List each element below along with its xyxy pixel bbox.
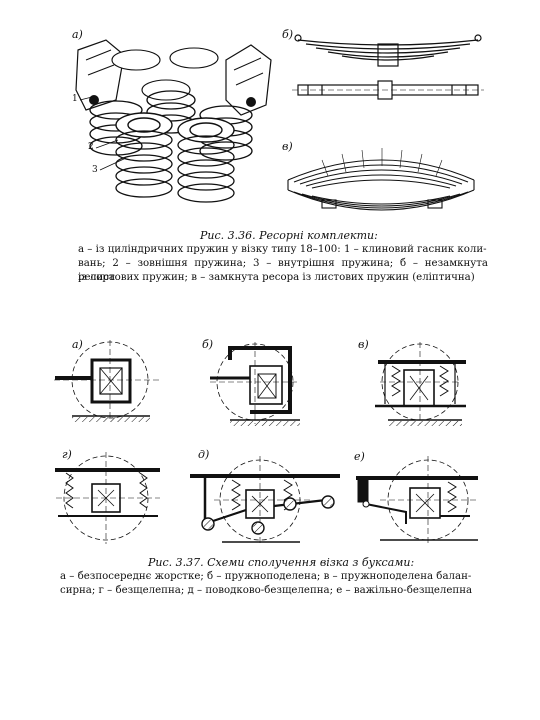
figure-337: а) б) в) г) д) е) — [0, 320, 540, 620]
figure-336-caption-title: Рис. 3.36. Ресорні комплекти: — [200, 229, 378, 242]
callout-1: 1 — [72, 94, 78, 104]
panel-label-e: д) — [198, 448, 210, 461]
panel-label-c: в) — [358, 338, 369, 351]
caption-line: а – безпосереднє жорстке; б – пружноподе… — [60, 571, 472, 582]
coil-spring-set-drawing — [75, 39, 272, 203]
elliptic-spring-drawing — [287, 148, 475, 211]
caption-line: вань; 2 – зовнішня пружина; 3 – внутрішн… — [78, 258, 488, 283]
caption-line: а – із циліндричних пружин у візку типу … — [78, 244, 487, 255]
panel-label-a: а) — [72, 338, 83, 351]
panel-label-b: б) — [282, 28, 294, 41]
caption-line: сирна; г – безщелепна; д – поводково-без… — [60, 585, 473, 596]
panel-label-a: а) — [72, 28, 83, 41]
caption-line: із листових пружин; в – замкнута ресора … — [78, 272, 475, 283]
leaf-spring-drawing — [292, 34, 484, 100]
panel-label-f: е) — [354, 450, 365, 463]
figure-336: а) 1 2 — [0, 0, 540, 300]
panel-label-c: в) — [282, 140, 293, 153]
axlebox-schemes-drawing — [54, 340, 478, 546]
callout-3: 3 — [92, 165, 98, 175]
panel-label-d: г) — [62, 448, 72, 461]
panel-label-b: б) — [202, 338, 214, 351]
callout-2: 2 — [88, 142, 94, 152]
figure-337-caption-title: Рис. 3.37. Схеми сполучення візка з букс… — [148, 556, 415, 569]
